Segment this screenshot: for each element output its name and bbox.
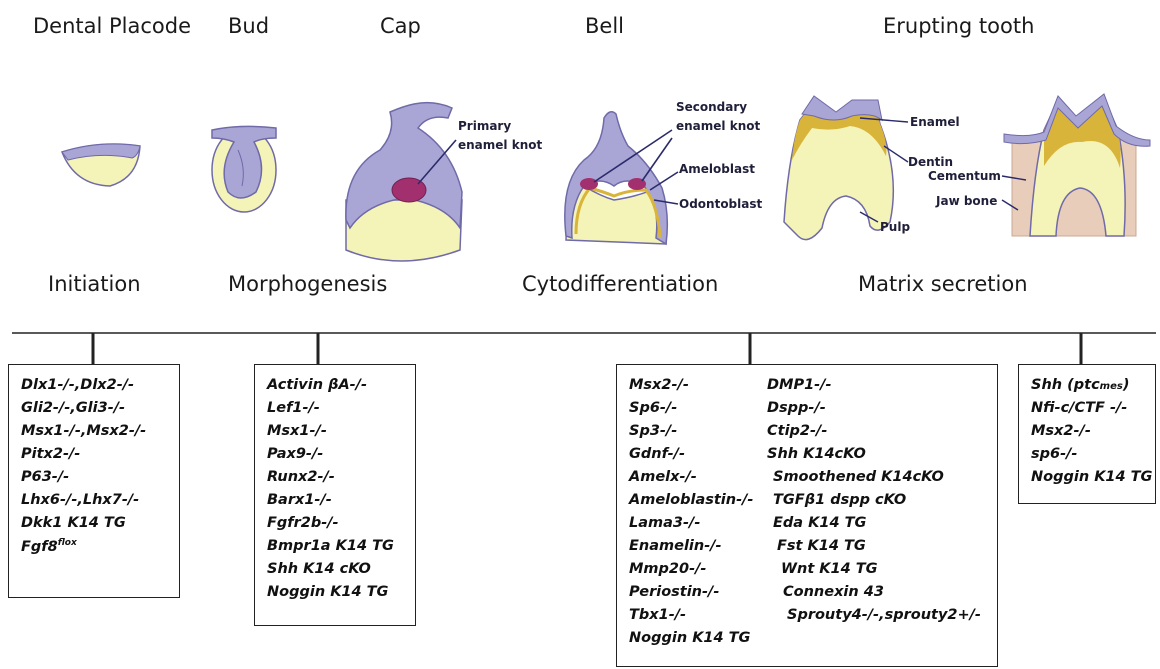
dentin-label: Dentin [908,155,953,169]
gene-item: Lhx6-/-,Lhx7-/- [21,492,139,508]
gene-item: Activin βA-/- [267,377,367,393]
gene-box-matrix-secretion: Shh (ptcmes) Nfi-c/CTF -/- Msx2-/- sp6-/… [1018,364,1156,504]
gene-item: Nfi-c/CTF -/- [1031,400,1127,416]
gene-item: Amelx-/- [629,469,697,485]
secondary-knot-label-line2: enamel knot [676,119,760,133]
gene-item: Noggin K14 TG [267,584,388,600]
primary-knot-label-line2: enamel knot [458,138,542,152]
gene-item: Shh K14 cKO [267,561,371,577]
erupting-tooth-drawing: Enamel Dentin Pulp [784,96,960,240]
gene-box-morphogenesis: Activin βA-/- Lef1-/- Msx1-/- Pax9-/- Ru… [254,364,416,626]
gene-item: Msx2-/- [1031,423,1091,439]
cap-drawing: Primary enamel knot [346,103,543,261]
odontoblast-label: Odontoblast [679,197,763,211]
gene-item: Fst K14 TG [777,538,866,554]
gene-subscript: mes [1100,381,1123,392]
gene-item: Pax9-/- [267,446,323,462]
gene-item: Gdnf-/- [629,446,685,462]
gene-text: Fgf8 [21,539,58,555]
gene-item: Pitx2-/- [21,446,80,462]
gene-item: Eda K14 TG [773,515,866,531]
gene-item: Msx1-/- [267,423,327,439]
phase-title-initiation: Initiation [48,272,141,296]
gene-superscript: flox [58,538,77,548]
gene-item: Dspp-/- [767,400,826,416]
enamel-label: Enamel [910,115,960,129]
gene-text: ptc [1074,377,1100,393]
gene-item: Msx1-/-,Msx2-/- [21,423,146,439]
gene-item: Gli2-/-,Gli3-/- [21,400,125,416]
gene-item: Ctip2-/- [767,423,827,439]
gene-item: Runx2-/- [267,469,335,485]
secondary-knot-label-line1: Secondary [676,100,747,114]
gene-item: Periostin-/- [629,584,719,600]
jaw-bone-label: Jaw bone [935,194,997,208]
gene-text: ) [1123,377,1130,393]
phase-title-morphogenesis: Morphogenesis [228,272,387,296]
erupting-tooth-jaw-drawing: Cementum Jaw bone [928,94,1150,236]
gene-item: P63-/- [21,469,69,485]
gene-item: Bmpr1a K14 TG [267,538,394,554]
gene-item: Connexin 43 [783,584,884,600]
gene-item: Shh K14cKO [767,446,866,462]
gene-item-shh-ptc-mes: Shh (ptcmes) [1031,377,1129,393]
gene-item: Noggin K14 TG [629,630,750,646]
placode-drawing [62,144,140,186]
ameloblast-label: Ameloblast [679,162,755,176]
gene-item: Msx2-/- [629,377,689,393]
gene-box-initiation: Dlx1-/-,Dlx2-/- Gli2-/-,Gli3-/- Msx1-/-,… [8,364,180,598]
gene-item: DMP1-/- [767,377,832,393]
gene-item: Fgfr2b-/- [267,515,339,531]
phase-title-cytodifferentiation: Cytodifferentiation [522,272,718,296]
gene-item: Noggin K14 TG [1031,469,1152,485]
phase-title-matrix-secretion: Matrix secretion [858,272,1028,296]
gene-item: TGFβ1 dspp cKO [773,492,906,508]
cementum-label: Cementum [928,169,1001,183]
gene-box-cytodifferentiation: Msx2-/- Sp6-/- Sp3-/- Gdnf-/- Amelx-/- A… [616,364,998,667]
gene-item: Dkk1 K14 TG [21,515,126,531]
gene-item-fgf8-flox: Fgf8flox [21,538,77,555]
gene-item: Dlx1-/-,Dlx2-/- [21,377,134,393]
gene-item: Tbx1-/- [629,607,686,623]
gene-item: Lef1-/- [267,400,320,416]
gene-item: Wnt K14 TG [781,561,878,577]
gene-item: Smoothened K14cKO [773,469,944,485]
bud-drawing [212,126,276,212]
bell-drawing: Secondary enamel knot Ameloblast Odontob… [565,100,763,244]
gene-item: Ameloblastin-/- [629,492,753,508]
gene-item: Sprouty4-/-,sprouty2+/- [787,607,981,623]
gene-text: Shh ( [1031,377,1074,393]
primary-knot-label-line1: Primary [458,119,511,133]
gene-item: sp6-/- [1031,446,1077,462]
gene-item: Sp6-/- [629,400,677,416]
pulp-label: Pulp [880,220,910,234]
gene-item: Barx1-/- [267,492,332,508]
gene-item: Enamelin-/- [629,538,722,554]
gene-item: Lama3-/- [629,515,700,531]
gene-item: Sp3-/- [629,423,677,439]
gene-item: Mmp20-/- [629,561,706,577]
